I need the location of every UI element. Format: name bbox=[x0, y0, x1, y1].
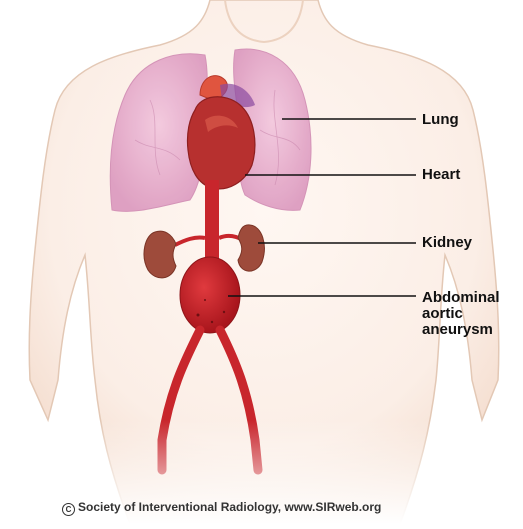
credit-text: Society of Interventional Radiology, www… bbox=[78, 500, 381, 514]
aortic-aneurysm bbox=[180, 257, 240, 333]
label-abdominal-aortic-aneurysm: Abdominal aortic aneurysm bbox=[422, 290, 500, 338]
label-kidney: Kidney bbox=[422, 235, 472, 251]
left-kidney bbox=[144, 231, 176, 278]
label-heart: Heart bbox=[422, 167, 460, 183]
heart bbox=[187, 97, 254, 189]
descending-aorta bbox=[205, 180, 219, 270]
copyright-icon: C bbox=[62, 503, 75, 516]
label-lung: Lung bbox=[422, 112, 459, 128]
right-kidney bbox=[238, 225, 264, 271]
